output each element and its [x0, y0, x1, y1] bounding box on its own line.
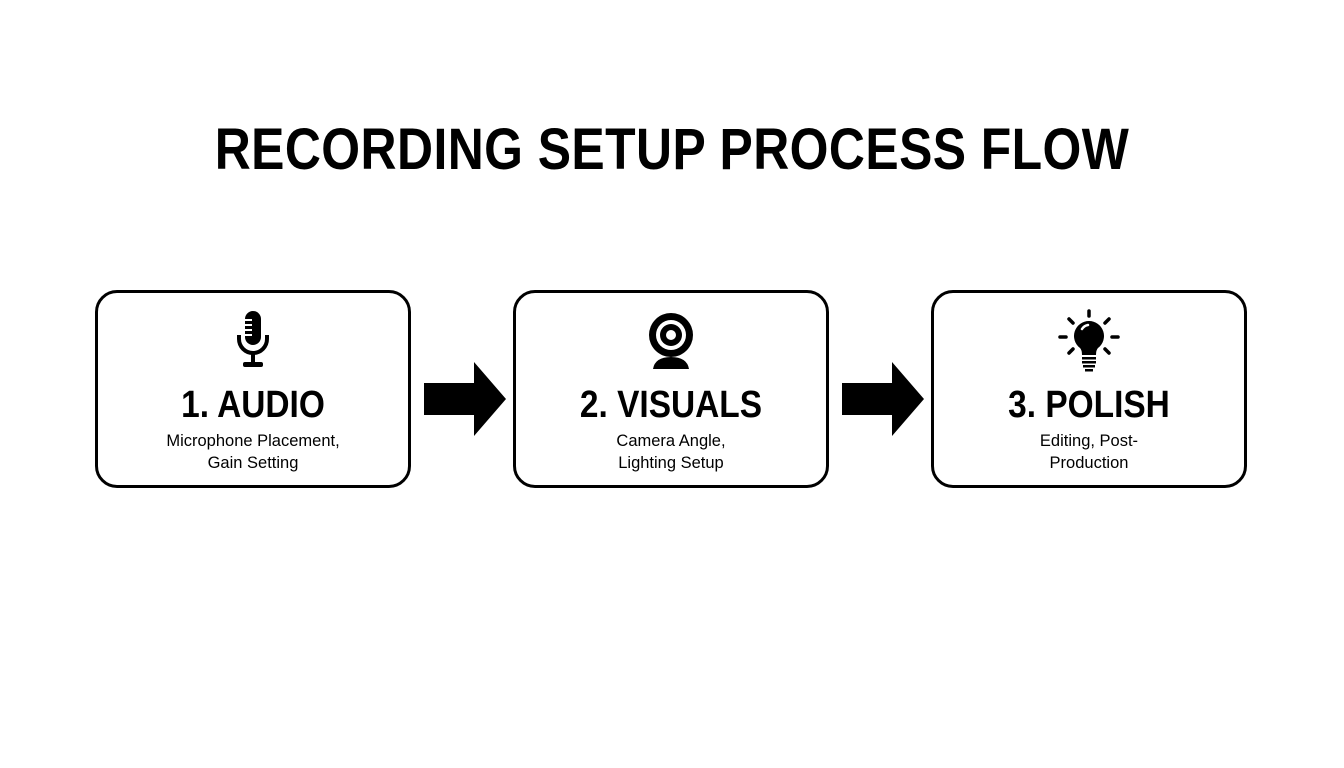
description-line: Editing, Post-: [1039, 432, 1139, 450]
description-line: Lighting Setup: [618, 454, 724, 472]
step-title: 1. AUDIO: [181, 384, 325, 426]
step-title: 2. VISUALS: [579, 384, 763, 426]
arrow-right-icon: [842, 362, 924, 436]
step-description: Camera Angle, Lighting Setup: [516, 430, 826, 474]
step-title: 3. POLISH: [1008, 384, 1170, 426]
step-description: Microphone Placement, Gain Setting: [98, 430, 408, 474]
diagram-title: RECORDING SETUP PROCESS FLOW: [214, 117, 1130, 182]
microphone-icon: [237, 311, 269, 367]
arrow-right-icon: [424, 362, 506, 436]
step-visuals: 2. VISUALS Camera Angle, Lighting Setup: [513, 290, 829, 488]
step-audio: 1. AUDIO Microphone Placement, Gain Sett…: [95, 290, 411, 488]
description-line: Gain Setting: [207, 454, 299, 472]
lightbulb-icon: [1058, 309, 1120, 372]
description-line: Camera Angle,: [616, 432, 726, 450]
step-description: Editing, Post- Production: [934, 430, 1244, 474]
webcam-icon: [649, 313, 693, 369]
description-line: Microphone Placement,: [166, 432, 340, 450]
step-polish: 3. POLISH Editing, Post- Production: [931, 290, 1247, 488]
description-line: Production: [1049, 454, 1129, 472]
